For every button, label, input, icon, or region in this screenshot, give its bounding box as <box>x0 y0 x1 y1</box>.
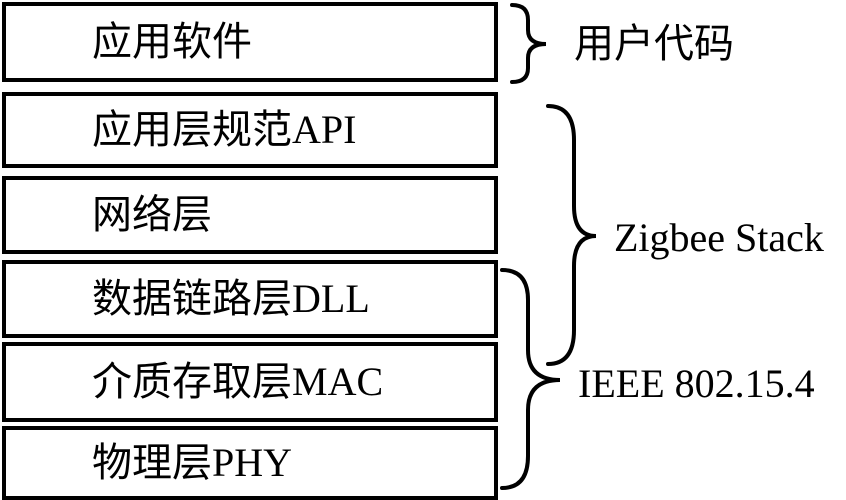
layer-network: 网络层 <box>2 176 498 254</box>
layer-label: 网络层 <box>92 192 212 237</box>
layer-label: 应用层规范API <box>92 107 357 152</box>
brace-ieee <box>500 268 561 490</box>
annotation-ieee: IEEE 802.15.4 <box>578 361 815 406</box>
layer-data-link: 数据链路层DLL <box>2 260 498 338</box>
brace-zigbee <box>546 104 597 366</box>
brace-user-code <box>510 3 547 84</box>
layer-application-api: 应用层规范API <box>2 92 498 168</box>
annotation-user-code: 用户代码 <box>574 21 734 66</box>
layer-label: 物理层PHY <box>92 440 293 485</box>
layer-label: 数据链路层DLL <box>92 276 370 321</box>
annotation-zigbee-stack: Zigbee Stack <box>614 215 824 260</box>
layer-physical: 物理层PHY <box>2 426 498 500</box>
layer-label: 介质存取层MAC <box>92 359 384 404</box>
layer-label: 应用软件 <box>92 19 252 64</box>
layer-mac: 介质存取层MAC <box>2 342 498 422</box>
layer-application-software: 应用软件 <box>2 2 498 82</box>
